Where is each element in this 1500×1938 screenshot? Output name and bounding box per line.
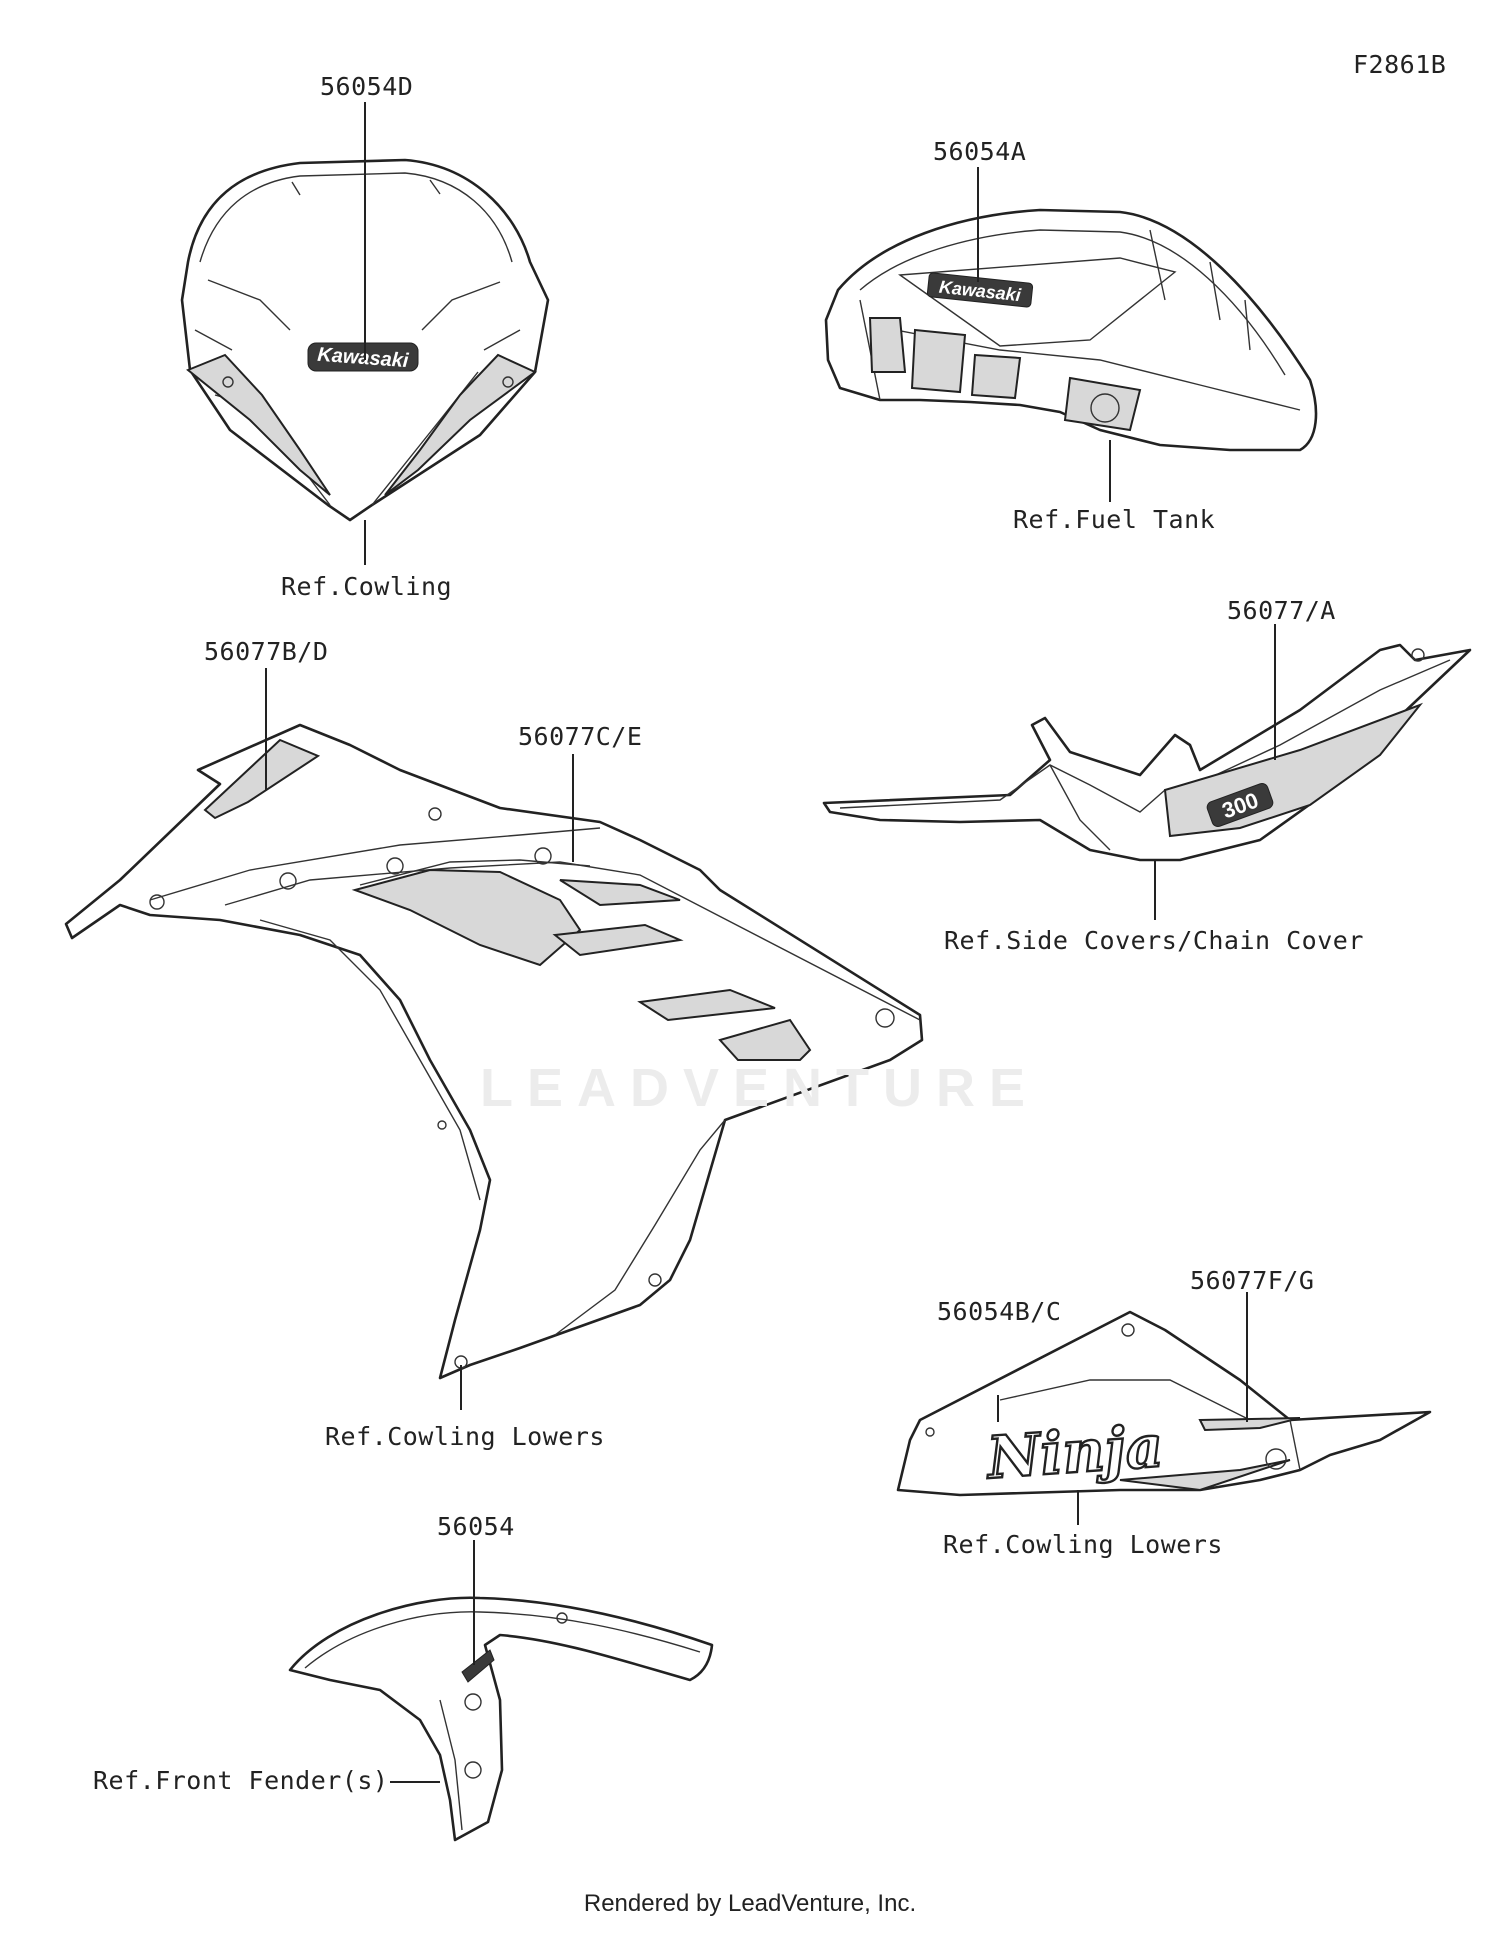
callout-lower-ref: Ref.Cowling Lowers	[943, 1530, 1223, 1559]
svg-text:Ninja: Ninja	[983, 1412, 1165, 1492]
callout-side-cover-ref: Ref.Side Covers/Chain Cover	[944, 926, 1364, 955]
callout-cowling-part-1: 56077B/D	[204, 637, 329, 666]
callout-tank-ref: Ref.Fuel Tank	[1013, 505, 1216, 534]
callout-side-cover-part: 56077/A	[1227, 596, 1336, 625]
callout-windshield-part: 56054D	[320, 72, 414, 101]
callout-fender-ref: Ref.Front Fender(s)	[93, 1766, 389, 1795]
lower-cowling-drawing: Ninja	[896, 1310, 1432, 1497]
callout-lower-part-1: 56054B/C	[937, 1297, 1062, 1326]
footer-credit: Rendered by LeadVenture, Inc.	[583, 1890, 917, 1917]
watermark: LEADVENTURE	[480, 1058, 1040, 1118]
front-fender-drawing	[288, 1596, 714, 1842]
side-cover-drawing: 300	[822, 643, 1472, 862]
callout-tank-part: 56054A	[933, 137, 1027, 166]
callout-fender-part: 56054	[437, 1512, 515, 1541]
callout-windshield-ref: Ref.Cowling	[281, 572, 453, 601]
callout-lower-part-2: 56077F/G	[1190, 1266, 1315, 1295]
callout-cowling-ref: Ref.Cowling Lowers	[325, 1422, 605, 1451]
side-cowling-drawing	[64, 723, 924, 1380]
figure-code: F2861B	[1353, 50, 1447, 79]
callout-cowling-part-2: 56077C/E	[518, 722, 643, 751]
fuel-tank-drawing: Kawasaki	[824, 208, 1318, 452]
leader-lines	[265, 102, 1276, 1783]
